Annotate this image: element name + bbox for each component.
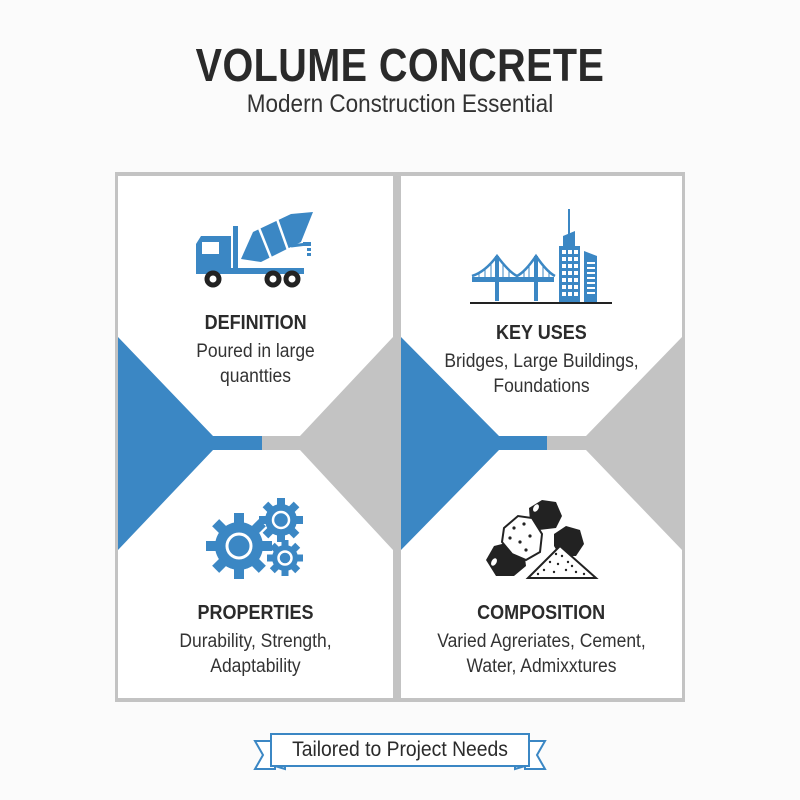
- page-subtitle: Modern Construction Essential: [246, 90, 554, 118]
- right-column-panel: KEY USES Bridges, Large Buildings, Found…: [401, 176, 682, 698]
- left-column-panel: DEFINITION Poured in large quantties: [118, 176, 393, 698]
- page-title: VOLUME CONCRETE: [195, 39, 605, 91]
- ribbon-shape: [253, 733, 547, 771]
- properties-desc-line-1: Durability, Strength,: [179, 631, 332, 652]
- info-board: DEFINITION Poured in large quantties: [115, 172, 685, 702]
- key-uses-desc-line-2: Foundations: [493, 376, 590, 397]
- key-uses-card: KEY USES Bridges, Large Buildings, Found…: [401, 204, 682, 399]
- composition-card: COMPOSITION Varied Agreriates, Cement, W…: [401, 494, 682, 679]
- definition-desc-line-1: Poured in large: [196, 341, 315, 362]
- key-uses-description: Bridges, Large Buildings, Foundations: [412, 349, 671, 399]
- properties-description: Durability, Strength, Adaptability: [129, 629, 382, 679]
- properties-heading: PROPERTIES: [197, 602, 314, 624]
- composition-desc-line-1: Varied Agreriates, Cement,: [437, 631, 646, 652]
- composition-heading: COMPOSITION: [477, 602, 606, 624]
- composition-description: Varied Agreriates, Cement, Water, Admixx…: [412, 629, 671, 679]
- properties-card: PROPERTIES Durability, Strength, Adaptab…: [118, 494, 393, 679]
- definition-card: DEFINITION Poured in large quantties: [118, 204, 393, 389]
- aggregates-pile-icon: [486, 500, 599, 579]
- bridge-and-buildings-icon: [469, 209, 612, 304]
- definition-heading: DEFINITION: [204, 312, 307, 334]
- right-connector-shapes: [401, 337, 682, 550]
- key-uses-heading: KEY USES: [496, 322, 587, 344]
- properties-desc-line-2: Adaptability: [210, 656, 301, 677]
- footer-banner-text: Tailored to Project Needs: [292, 738, 508, 761]
- footer-ribbon-banner: Tailored to Project Needs: [253, 731, 547, 771]
- key-uses-desc-line-1: Bridges, Large Buildings,: [444, 351, 639, 372]
- definition-desc-line-2: quantties: [220, 366, 291, 387]
- composition-desc-line-2: Water, Admixxtures: [466, 656, 617, 677]
- definition-description: Poured in large quantties: [129, 339, 382, 389]
- concrete-mixer-truck-icon: [195, 212, 313, 288]
- gears-icon: [205, 498, 303, 579]
- left-connector-shapes: [118, 337, 393, 550]
